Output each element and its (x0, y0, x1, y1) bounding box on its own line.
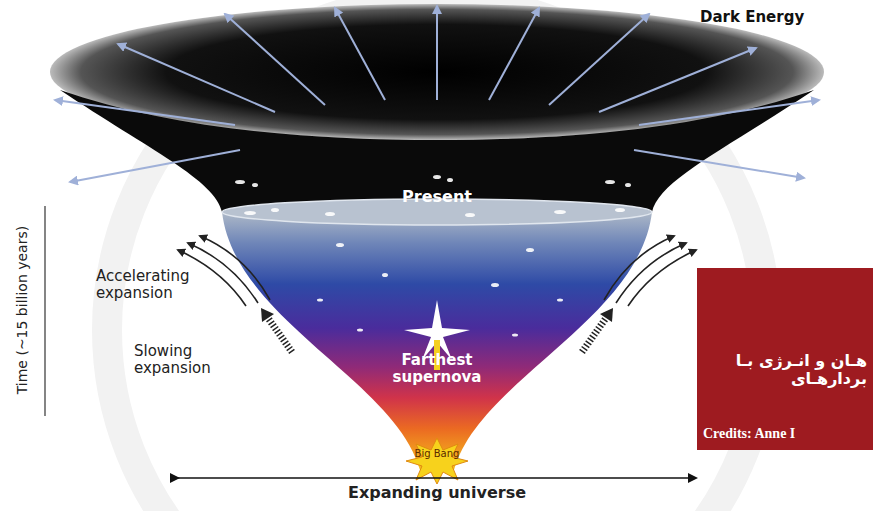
expanding-universe-label: Expanding universe (317, 484, 557, 502)
present-label: Present (377, 188, 497, 206)
big-bang-label: Big Bang (412, 449, 462, 460)
time-axis-label: Time (~15 billion years) (14, 210, 30, 410)
dark-energy-label: Dark Energy (700, 9, 830, 26)
slowing-label: Slowing expansion (134, 343, 244, 378)
credits-label: Credits: Anne I (703, 426, 867, 442)
supernova-label: Farthest supernova (372, 352, 502, 387)
accelerating-label: Accelerating expansion (96, 268, 228, 303)
persian-title: هـان و انـرژی بـا بردارهـای (703, 352, 867, 389)
